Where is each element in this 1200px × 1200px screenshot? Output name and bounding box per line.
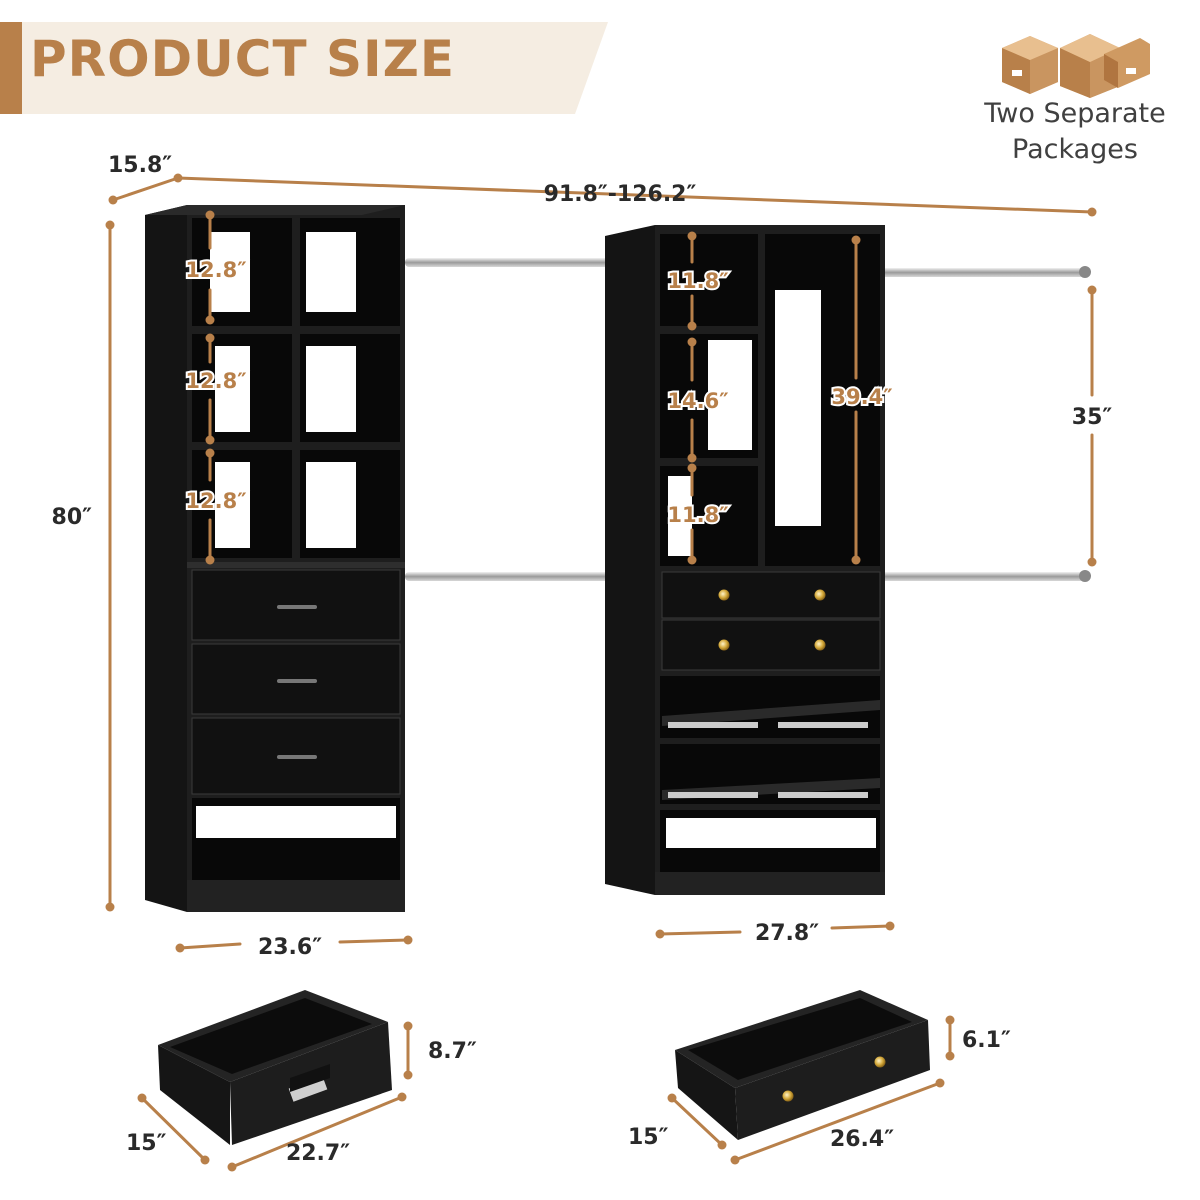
packages-caption-line-2: Packages <box>1012 134 1138 165</box>
dimension-lines <box>108 176 1094 1169</box>
right-hanging-height: 39.4″ <box>831 385 892 409</box>
rod-spacing-label: 35″ <box>1072 405 1113 430</box>
right-middle-shelf-height: 14.6″ <box>667 389 728 413</box>
left-tower-width-label: 23.6″ <box>258 935 322 960</box>
right-drawer-width-label: 26.4″ <box>830 1127 894 1152</box>
right-lower-shelf-height: 11.8″ <box>667 503 728 527</box>
packages-caption-line-1: Two Separate <box>984 98 1166 129</box>
left-tower-back-openings <box>210 232 356 548</box>
left-cube-height-1: 12.8″ <box>185 258 246 282</box>
left-tower-drawers <box>191 569 401 795</box>
left-cube-height-3: 12.8″ <box>185 489 246 513</box>
left-tower <box>145 205 405 912</box>
page-title: PRODUCT SIZE <box>30 30 455 88</box>
right-tower <box>605 225 885 895</box>
hanging-rods <box>405 256 1091 582</box>
packages-caption: Two Separate Packages <box>975 96 1175 168</box>
dimension-endpoints <box>105 173 1097 1172</box>
left-drawer-width-label: 22.7″ <box>286 1141 350 1166</box>
banner-background <box>0 22 608 114</box>
right-upper-shelf-height: 11.8″ <box>667 269 728 293</box>
left-cube-height-2: 12.8″ <box>185 369 246 393</box>
overall-width-label: 91.8″-126.2″ <box>544 182 697 207</box>
right-tower-back-openings <box>668 290 821 556</box>
right-tower-drawers <box>661 571 881 671</box>
right-drawer-depth-label: 15″ <box>628 1125 669 1150</box>
right-drawer-height-label: 6.1″ <box>962 1028 1011 1053</box>
right-drawer-illustration <box>675 990 930 1140</box>
overall-depth-label: 15.8″ <box>108 153 172 178</box>
left-drawer-height-label: 8.7″ <box>428 1039 477 1064</box>
right-tower-shoe-shelves <box>660 676 880 804</box>
left-drawer-illustration <box>158 990 392 1145</box>
left-drawer-depth-label: 15″ <box>126 1131 167 1156</box>
right-tower-width-label: 27.8″ <box>755 921 819 946</box>
overall-height-label: 80″ <box>52 505 93 530</box>
boxes-icon <box>1002 34 1150 98</box>
